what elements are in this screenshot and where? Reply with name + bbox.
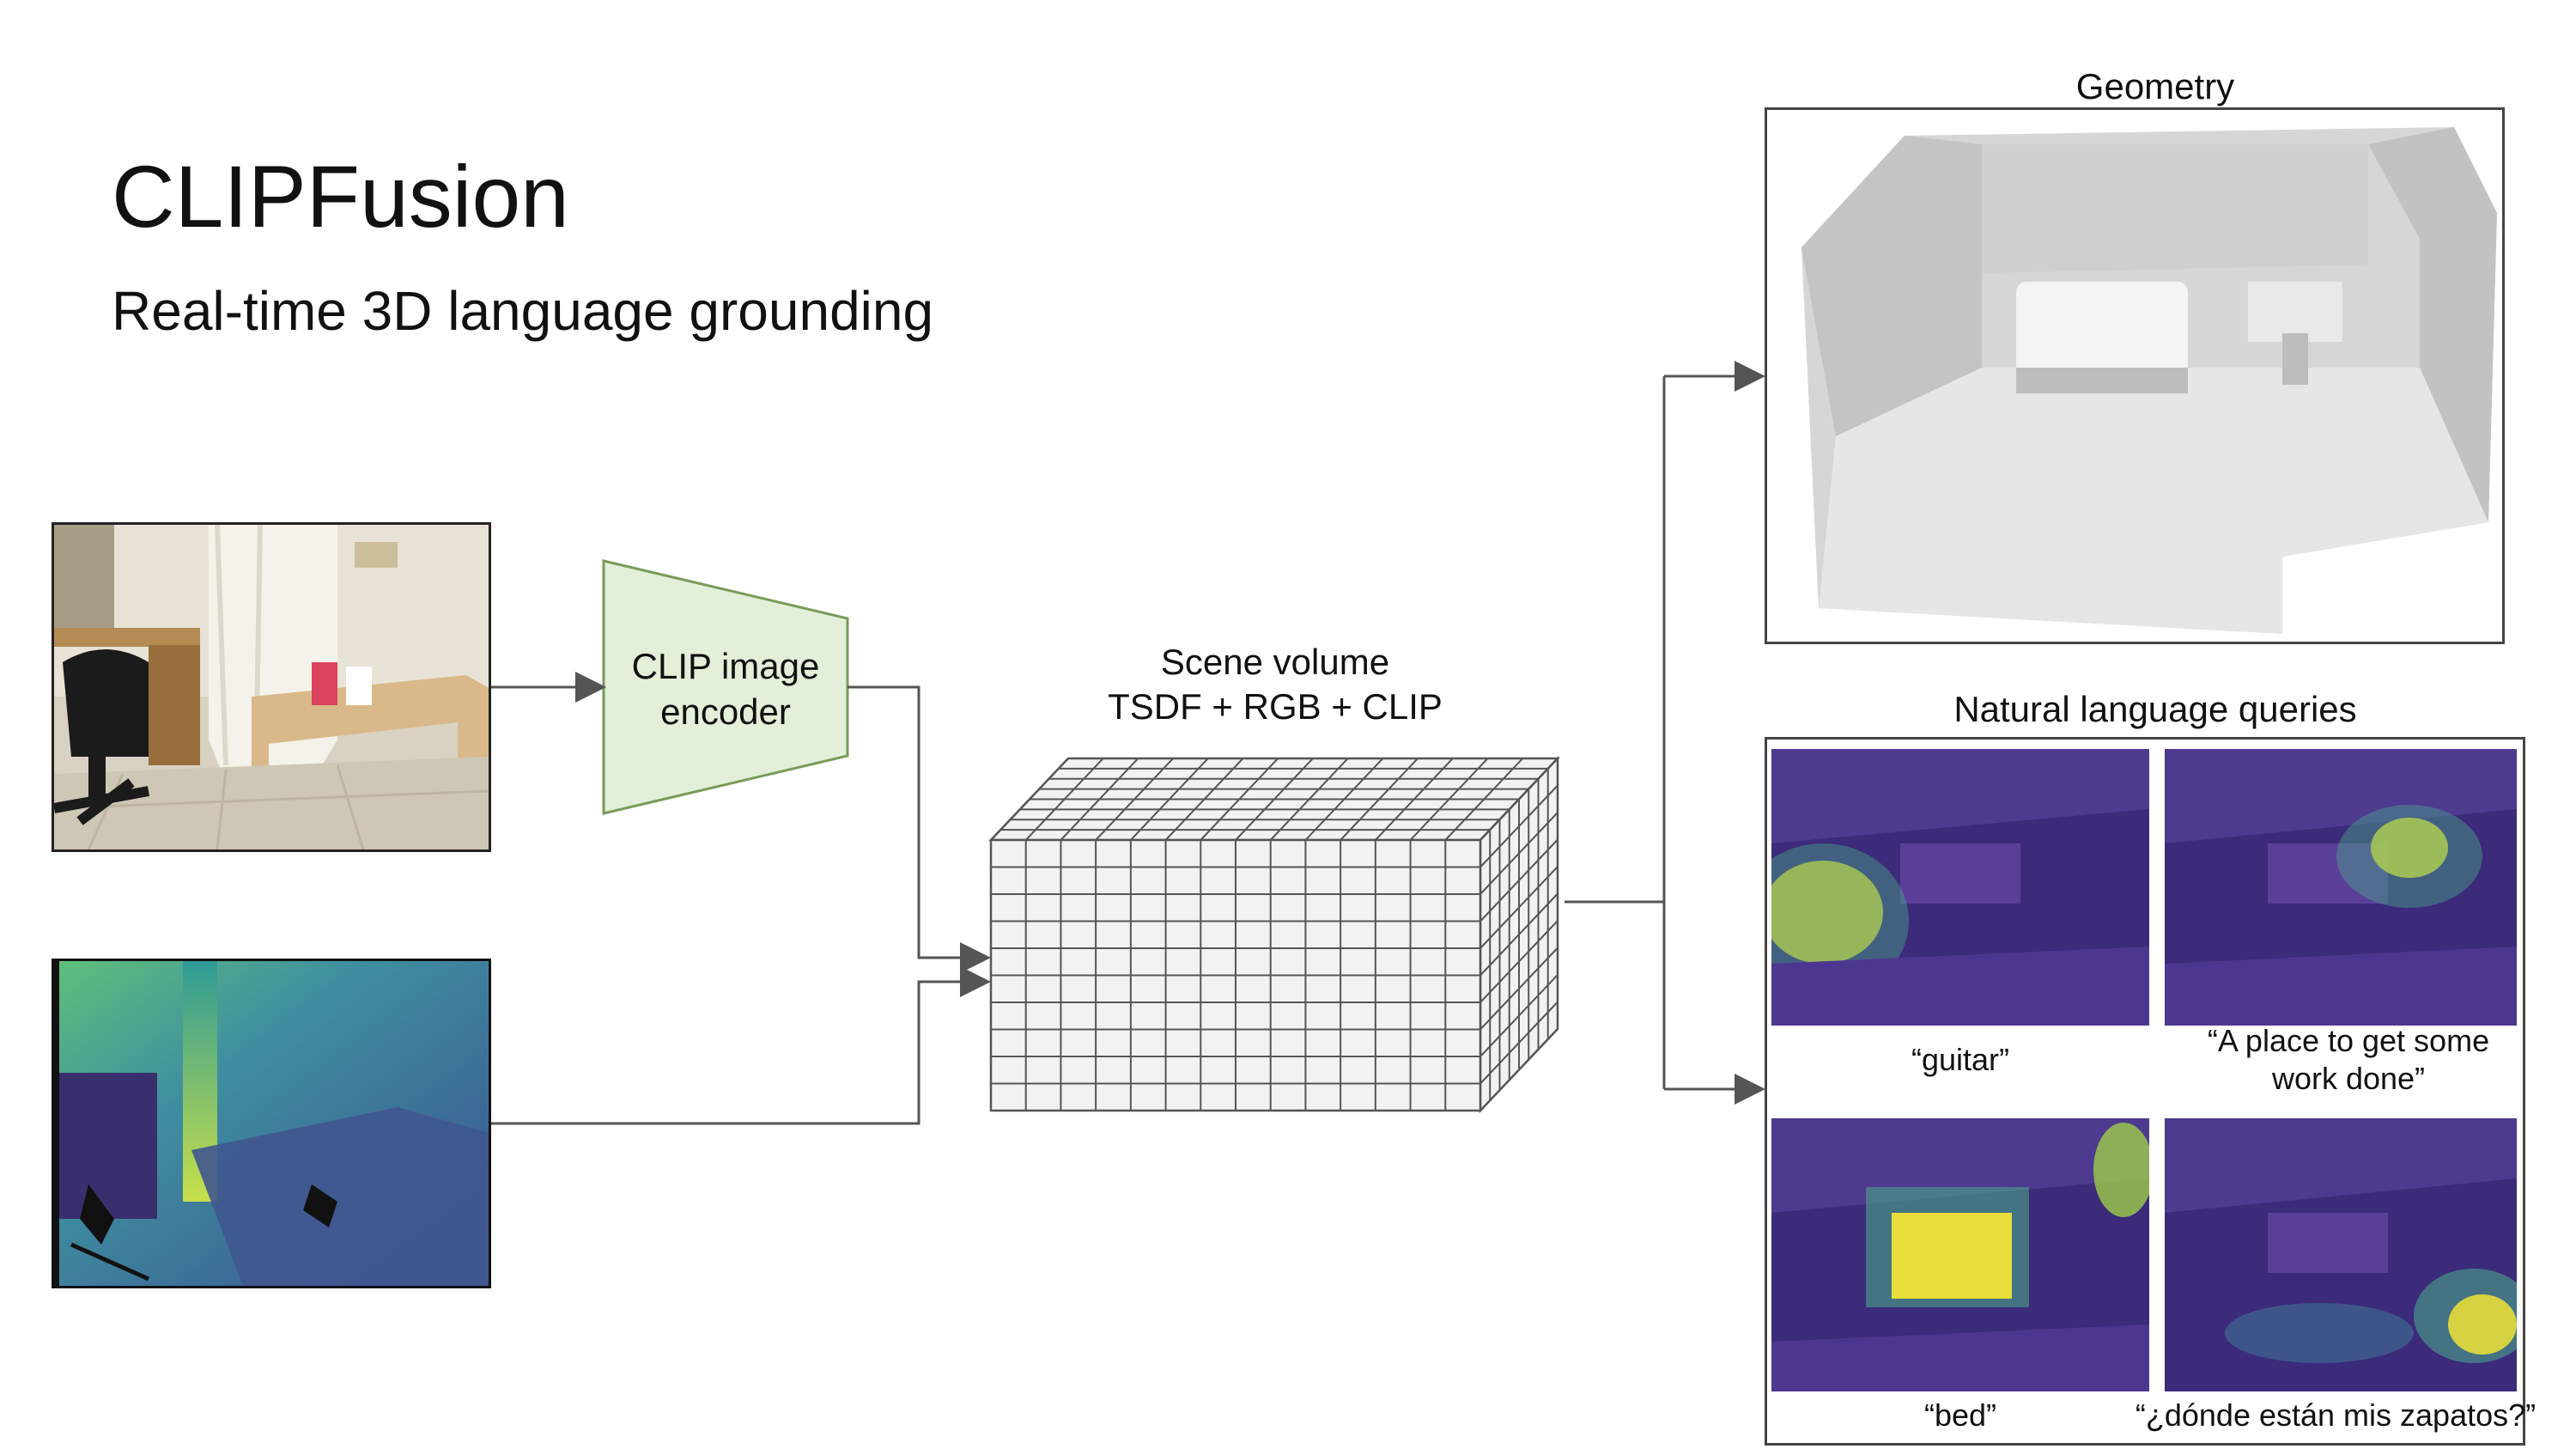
voxel-gridline <box>1479 784 1558 868</box>
slide-subtitle: Real-time 3D language grounding <box>112 280 934 342</box>
voxel-gridline <box>1479 947 1558 1031</box>
query-caption-guitar: “guitar” <box>1911 1042 2010 1077</box>
voxel-gridline <box>1479 838 1558 922</box>
query-caption-shoes: “¿dónde están mis zapatos?” <box>2135 1397 2537 1433</box>
queries-title: Natural language queries <box>1953 689 2357 729</box>
depth-map-illustration <box>54 961 489 1286</box>
heatmap-image <box>2165 1118 2534 1391</box>
arrow-encoder-to-volume <box>848 685 991 973</box>
rgb-input-image <box>52 522 491 852</box>
geometry-render <box>1765 107 2505 644</box>
scene-volume-voxel-grid <box>988 755 1560 1114</box>
voxel-gridline <box>1479 1001 1558 1085</box>
clip-encoder-block <box>602 559 849 815</box>
voxel-gridline <box>1479 974 1558 1057</box>
geometry-mesh-illustration <box>1767 110 2502 642</box>
depth-input-image <box>52 959 491 1288</box>
voxel-gridline <box>1479 866 1558 949</box>
query-caption-work: “A place to get some work done” <box>2207 1023 2490 1096</box>
heatmap-image <box>2165 749 2517 1026</box>
heatmap-image <box>1737 749 2149 1026</box>
voxel-gridline <box>1479 812 1558 895</box>
heatmap-image <box>1771 1118 2154 1391</box>
query-heatmap-guitar <box>1737 749 2149 1026</box>
voxel-gridline <box>1479 920 1558 1003</box>
query-caption-bed: “bed” <box>1923 1397 1997 1433</box>
encoder-label: CLIP image encoder <box>631 646 820 732</box>
arrow-depth-to-volume <box>491 966 991 1125</box>
volume-title-line2: TSDF + RGB + CLIP <box>1108 686 1443 727</box>
slide-title: CLIPFusion <box>112 148 569 246</box>
rgb-photo-illustration <box>54 525 489 849</box>
volume-title-line1: Scene volume <box>1160 642 1390 682</box>
voxel-gridline <box>1479 892 1558 977</box>
query-heatmap-work <box>2165 749 2517 1026</box>
query-heatmap-bed <box>1771 1118 2154 1391</box>
query-heatmap-shoes <box>2165 1118 2534 1391</box>
geometry-title: Geometry <box>2075 66 2235 107</box>
